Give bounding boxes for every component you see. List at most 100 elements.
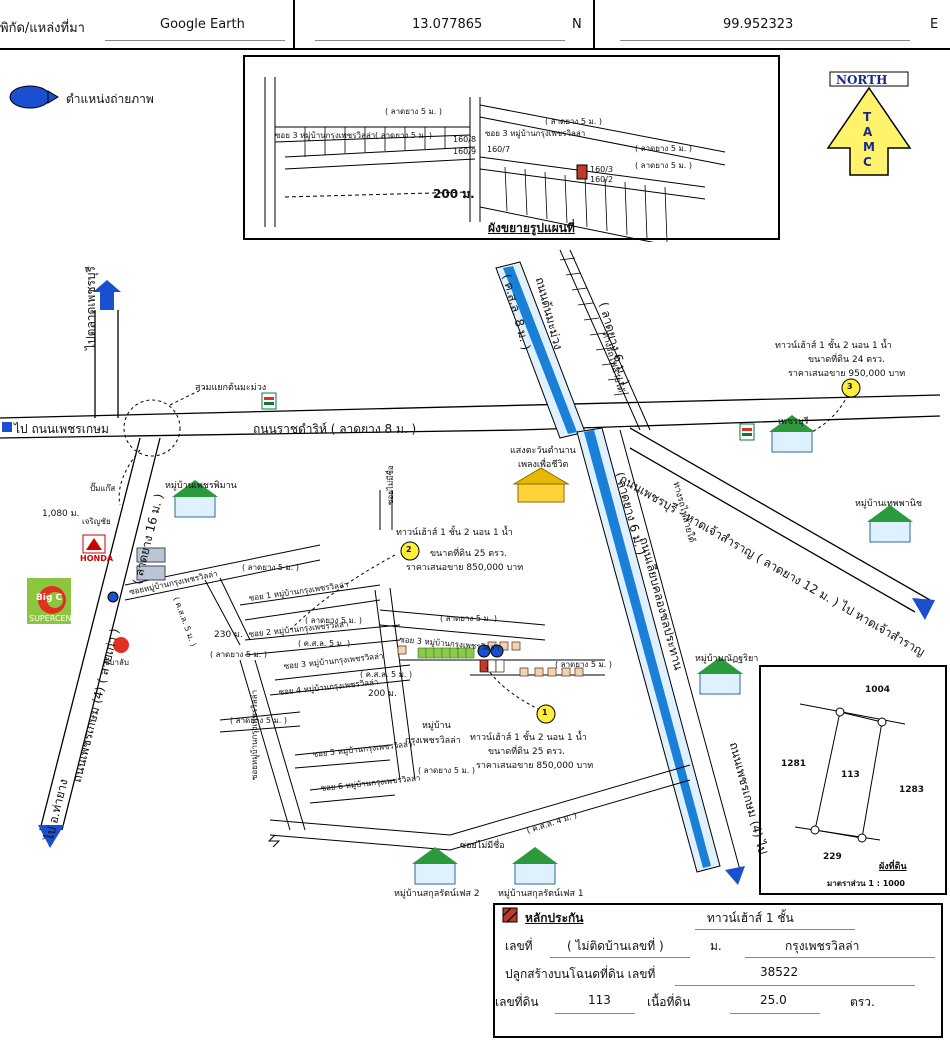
- land-no-underline: [555, 1013, 635, 1014]
- soi-west-label: ซอยหมู่บ้านกรุงเพชรวิลล่า: [250, 689, 259, 780]
- parcel-south: 229: [823, 852, 842, 862]
- source-label: พิกัด/แหล่งที่มา: [0, 21, 85, 36]
- longitude-unit: E: [930, 17, 939, 32]
- inset-soi3-east: ซอย 3 หมู่บ้านกรุงเพชรวิลล่า: [485, 129, 586, 138]
- parcel-panel: 1004 1281 113 1283 229 ผังที่ดิน มาตราส่…: [759, 665, 947, 895]
- thepphanich-label: หมู่บ้านเทพพานิช: [855, 499, 922, 509]
- soi3b-label: ซอย 3 หมู่บ้านกรุงเพชรวิลล่า: [399, 634, 500, 653]
- canal-road-label: ถนนเลียบคลองชลประทาน: [636, 535, 686, 672]
- moo-label: ม.: [710, 939, 722, 953]
- inset-distance: 200 ม.: [433, 187, 475, 201]
- house-no-value: ( ไม่ติดบ้านเลขที่ ): [567, 939, 664, 953]
- inset-plot-160-7: 160/7: [487, 145, 511, 154]
- nanthariya-label: หมู่บ้านณัฏฐริยา: [695, 654, 759, 664]
- lat5-f-label: ( ลาดยาง 5 ม. ): [440, 614, 497, 623]
- parcel-scale: มาตราส่วน 1 : 1000: [827, 879, 905, 888]
- photo-position-label: ตำแหน่งถ่ายภาพ: [66, 92, 154, 106]
- type-underline: [695, 929, 855, 930]
- phetkasem4-arrow: [725, 866, 745, 885]
- village-value: กรุงเพชรวิลล่า: [785, 939, 860, 953]
- property-3-line1: ทาวน์เฮ้าส์ 1 ชั้น 2 นอน 1 น้ำ: [775, 341, 892, 351]
- bigc-label: Big C: [36, 593, 63, 603]
- seven-eleven-icon-1: [261, 392, 277, 410]
- inset-plot-160-2: 160/2: [590, 175, 614, 184]
- ks5-a-label: ( ค.ส.ล. 5 ม. ): [171, 595, 198, 648]
- deed-underline: [675, 985, 915, 986]
- inset-map: 200 ม. ผังขยายรูปแผนที่ ซอย 3 หมู่บ้านกร…: [243, 55, 780, 242]
- to-market-label: ไปตลาดเพชรบุรี: [84, 266, 98, 350]
- land-no-label: เลขที่ดิน: [495, 995, 539, 1009]
- property-1-line1: ทาวน์เฮ้าส์ 1 ชั้น 2 นอน 1 น้ำ: [470, 733, 587, 743]
- soi1-label: ซอย 1 หมู่บ้านกรุงเพชรวิลล่า: [248, 580, 349, 603]
- inset-width-c: ( ลาดยาง 5 ม. ): [635, 161, 692, 170]
- soi-no-name-label-b: ซอยไม่มีชื่อ: [460, 841, 505, 851]
- to-tha-yang-label: ไป อ.ท่ายาง: [41, 777, 71, 842]
- property-3-line2: ขนาดที่ดิน 24 ตรว.: [808, 355, 885, 365]
- gas-label: ปั๊มแก๊ส: [90, 484, 116, 493]
- property-1-line2: ขนาดที่ดิน 25 ตรว.: [488, 747, 565, 757]
- area-unit: ตรว.: [850, 995, 875, 1009]
- property-1-number: 1: [542, 708, 548, 717]
- ks4-label: ( ค.ส.ล. 4 ม. ): [525, 810, 578, 836]
- krungphet-label-2: กรุงเพชรวิลล่า: [405, 736, 461, 746]
- north-letter-m: M: [863, 140, 875, 154]
- phetkasem-west-arrow: [2, 422, 12, 432]
- deed-value: 38522: [760, 965, 799, 979]
- property-3-number: 3: [847, 382, 853, 391]
- house-icon-sakunrat2: [412, 847, 458, 885]
- sakunrat2-label: หมู่บ้านสกุลรัตน์เฟส 2: [394, 889, 480, 899]
- ks8-label: ( ค.ส.ล. 8 ม. ): [499, 272, 534, 352]
- area-underline: [730, 1013, 820, 1014]
- latitude-unit: N: [572, 17, 582, 32]
- phetphiman-label: หมู่บ้านเพชรพิมาน: [165, 481, 237, 491]
- lat16-label: ( ลาดยาง 16 ม. ): [129, 492, 167, 586]
- deed-label: ปลูกสร้างบนโฉนดที่ดิน เลขที่: [505, 967, 656, 981]
- area-value: 25.0: [760, 993, 787, 1007]
- tonmamuang-label: ถนนต้นมะม่วง: [532, 275, 566, 352]
- inset-width-d: ( ลาดยาง 5 ม. ): [545, 117, 602, 126]
- parcel-title: ผังที่ดิน: [879, 862, 907, 872]
- lat5-c-label: ( ลาดยาง 5 ม. ): [305, 616, 362, 625]
- north-letter-a: A: [863, 125, 873, 139]
- collateral-panel: หลักประกัน ทาวน์เฮ้าส์ 1 ชั้น เลขที่ ( ไ…: [493, 903, 943, 1038]
- lat5-g-label: ( ลาดยาง 5 ม. ): [555, 660, 612, 669]
- house-icon-thepphanich: [867, 505, 913, 543]
- collateral-title: หลักประกัน: [525, 911, 584, 925]
- ks5-c-label: ( ค.ส.ล. 5 ม. ): [360, 670, 413, 679]
- inset-plot-160-9: 160/9: [453, 147, 477, 156]
- to-phetkasem-label: ไป ถนนเพชรเกษม: [14, 422, 109, 436]
- village-underline: [745, 957, 935, 958]
- inset-width-b: ( ลาดยาง 5 ม. ): [635, 144, 692, 153]
- property-2-line2: ขนาดที่ดิน 25 ตรว.: [430, 549, 507, 559]
- property-1-line3: ราคาเสนอขาย 850,000 บาท: [476, 761, 594, 771]
- phetkasem-old-road: [39, 437, 161, 831]
- parcel-center: 113: [841, 770, 860, 780]
- soi-no-name-label-a: ซอยไม่มีชื่อ: [386, 465, 395, 505]
- phleng-label: เพลงเพื่อชีวิต: [518, 460, 569, 470]
- house-no-label: เลขที่: [505, 939, 533, 953]
- land-no-value: 113: [588, 993, 611, 1007]
- property-2-number: 2: [406, 545, 412, 554]
- dist-230-label: 230 ม.: [214, 630, 243, 640]
- honda-label: HONDA: [80, 554, 114, 563]
- lat5-a-label: ( ลาดยาง 5 ม. ): [242, 563, 299, 572]
- chaban-label: ชบาลับ: [104, 658, 129, 667]
- longitude-underline: [620, 40, 910, 41]
- sakunrat1-label: หมู่บ้านสกุลรัตน์เฟส 1: [498, 889, 584, 899]
- inset-plot-160-8: 160/8: [453, 135, 477, 144]
- phetkasem-old-label: ถนนเพชรเกษม (4) ( สายเก่า ): [69, 626, 122, 784]
- north-letter-c: C: [863, 155, 872, 169]
- bigc-sub-label: SUPERCENTER: [29, 614, 88, 623]
- collateral-type: ทาวน์เฮ้าส์ 1 ชั้น: [707, 911, 794, 925]
- saengtawan-label: แสงตะวันตำนาน: [510, 446, 576, 456]
- charoenchai-label: เจริญชัย: [82, 517, 111, 526]
- lat5-b-label: ( ลาดยาง 5 ม. ): [210, 650, 267, 659]
- photo-position-icon: [9, 85, 59, 109]
- inset-title: ผังขยายรูปแผนที่: [488, 221, 575, 235]
- house-icon-sakunrat1: [512, 847, 558, 885]
- inset-width-e: ( ลาดยาง 5 ม. ): [385, 107, 442, 116]
- soi5-label: ซอย 5 หมู่บ้านกรุงเพชรวิลล่า: [312, 739, 413, 759]
- source-underline: [105, 40, 285, 41]
- property-3-line3: ราคาเสนอขาย 950,000 บาท: [788, 369, 906, 379]
- inset-soi3-west: ซอย 3 หมู่บ้านกรุงเพชรวิลล่า: [275, 131, 376, 140]
